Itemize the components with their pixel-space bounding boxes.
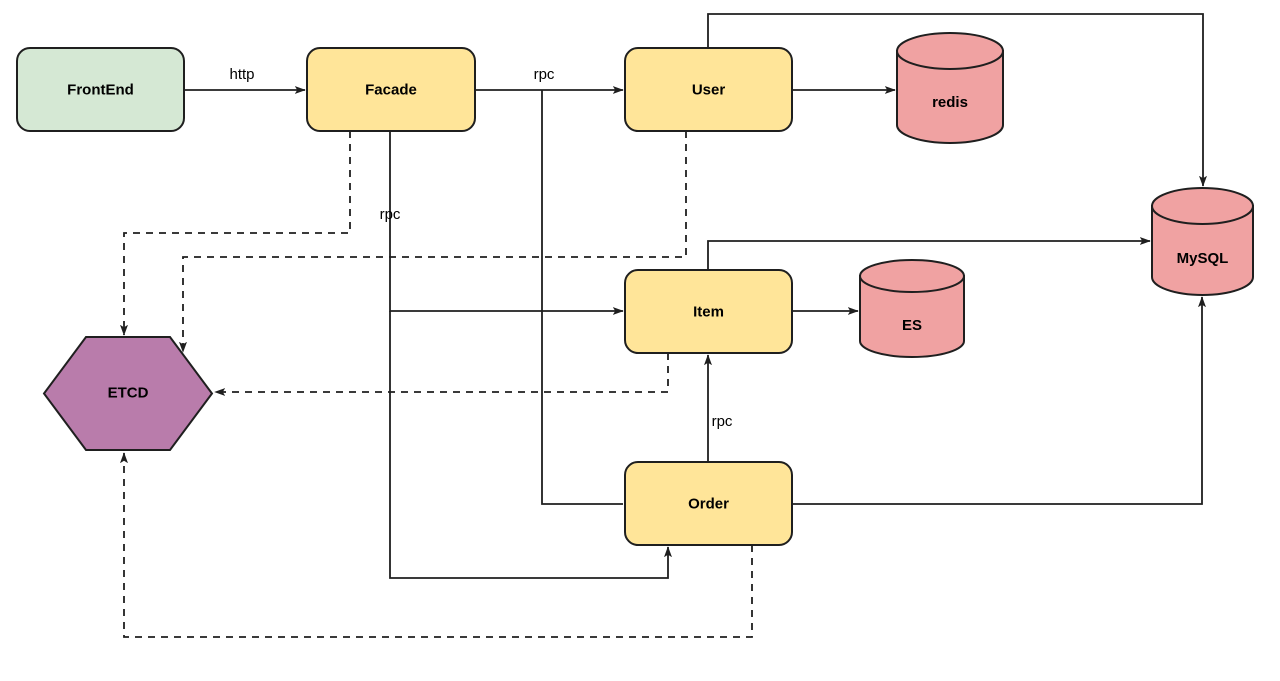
edge-user-to-mysql xyxy=(707,13,1207,187)
node-mysql[interactable]: MySQL xyxy=(1151,187,1254,296)
edge-user-to-etcd xyxy=(179,131,687,353)
edge-facade-to-order xyxy=(389,311,672,579)
edge-item-to-etcd xyxy=(214,353,669,396)
edge-facade-to-item xyxy=(389,131,624,315)
redis-cylinder-top[interactable] xyxy=(896,32,1004,70)
mysql-cylinder-top[interactable] xyxy=(1151,187,1254,225)
facade-box[interactable] xyxy=(306,47,476,132)
node-es[interactable]: ES xyxy=(859,259,965,358)
edge-facade-to-etcd xyxy=(120,131,351,336)
edge-order-to-etcd xyxy=(120,452,753,638)
edge-item-to-mysql xyxy=(707,237,1151,270)
es-cylinder-body[interactable] xyxy=(859,275,965,358)
node-redis[interactable]: redis xyxy=(896,32,1004,144)
mysql-cylinder-body[interactable] xyxy=(1151,205,1254,296)
edge-label-rpc-order: rpc xyxy=(712,413,733,430)
node-frontend[interactable]: FrontEnd xyxy=(16,47,185,132)
edge-label-http: http xyxy=(229,66,254,83)
node-etcd[interactable]: ETCD xyxy=(42,336,214,451)
order-box[interactable] xyxy=(624,461,793,546)
node-item[interactable]: Item xyxy=(624,269,793,354)
node-facade[interactable]: Facade xyxy=(306,47,476,132)
node-order[interactable]: Order xyxy=(624,461,793,546)
edge-facade-branch-to-order xyxy=(541,90,623,505)
edge-label-rpc-user: rpc xyxy=(534,66,555,83)
etcd-hexagon[interactable] xyxy=(42,336,214,451)
node-user[interactable]: User xyxy=(624,47,793,132)
es-cylinder-top[interactable] xyxy=(859,259,965,293)
item-box[interactable] xyxy=(624,269,793,354)
user-box[interactable] xyxy=(624,47,793,132)
frontend-box[interactable] xyxy=(16,47,185,132)
redis-cylinder-body[interactable] xyxy=(896,50,1004,144)
edge-order-to-mysql xyxy=(792,296,1206,505)
